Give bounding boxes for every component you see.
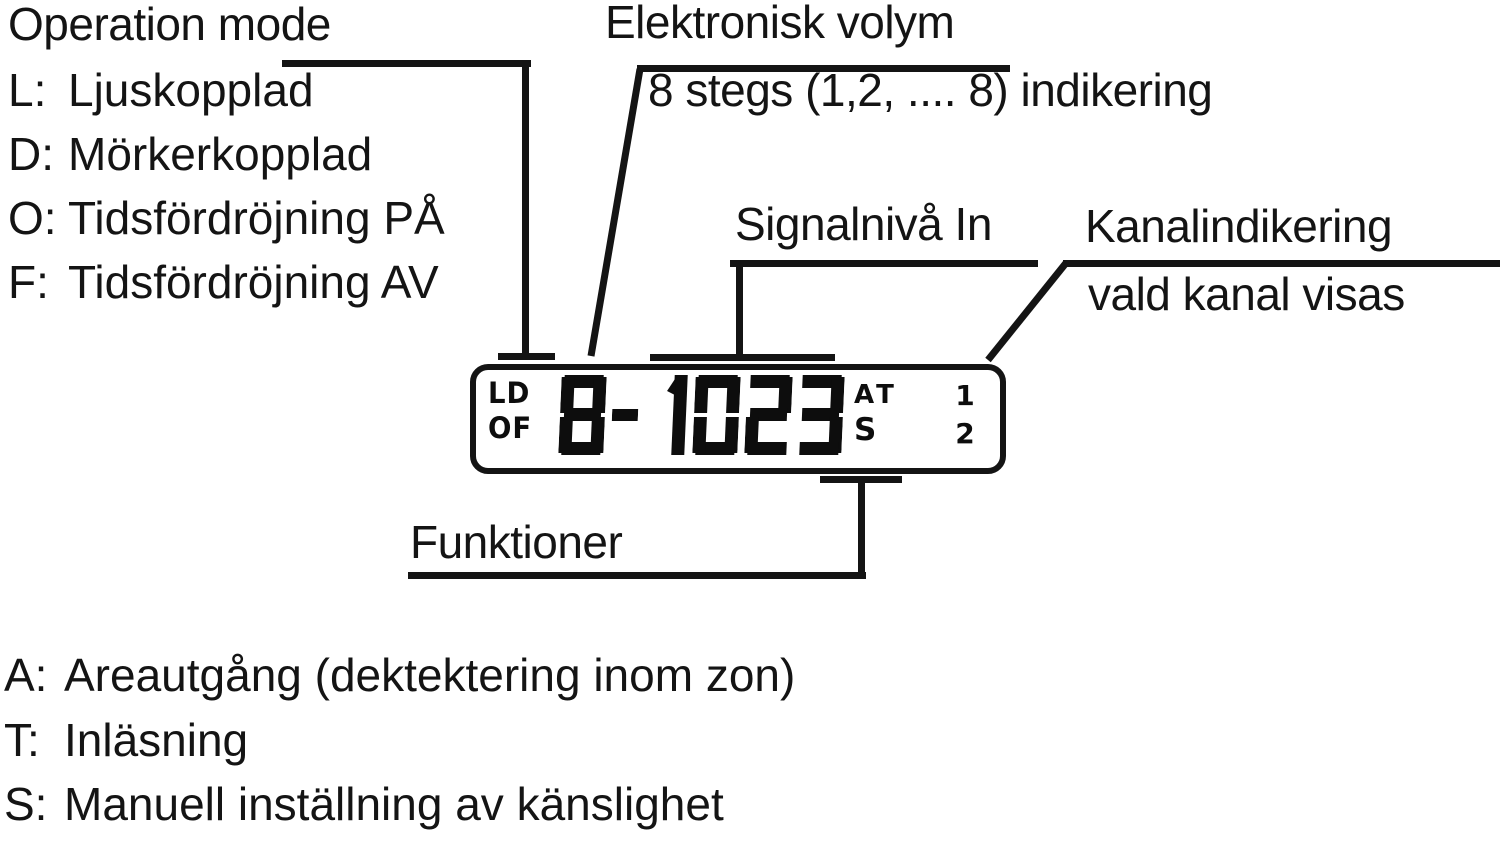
operation-mode-title: Operation mode <box>8 0 331 50</box>
legend-label: Manuell inställning av känslighet <box>64 778 724 830</box>
lcd-function-bottom: S <box>854 412 877 448</box>
legend-label: Ljuskopplad <box>68 64 314 116</box>
channel-callout-line2: vald kanal visas <box>1088 268 1405 320</box>
lcd-channel-bottom: 2 <box>955 417 975 450</box>
functions-tick <box>820 476 902 483</box>
legend-key: D: <box>8 128 54 180</box>
opmode-hline <box>282 60 531 67</box>
lcd-channel-indicators: 1 2 <box>950 377 980 453</box>
legend-item: L: Ljuskopplad <box>8 58 445 122</box>
legend-label: Inläsning <box>64 713 249 766</box>
lcd-mode-bottom: OF <box>488 411 533 445</box>
channel-callout-line1: Kanalindikering <box>1085 200 1393 252</box>
lcd-function-indicators: AT S <box>854 378 898 448</box>
bottom-legend: A: Areautgång (dektektering inom zon) T:… <box>4 643 795 837</box>
lcd-digits <box>558 375 851 455</box>
legend-item: S: Manuell inställning av känslighet <box>4 772 795 837</box>
operation-mode-legend: L: Ljuskopplad D: Mörkerkopplad O: Tidsf… <box>8 58 445 314</box>
signal-vline <box>736 260 743 360</box>
legend-key: L: <box>8 64 47 116</box>
lcd-mode-top: LD <box>488 376 531 410</box>
legend-item: F: Tidsfördröjning AV <box>8 250 445 314</box>
opmode-vline <box>522 60 529 354</box>
legend-key: S: <box>4 778 48 830</box>
functions-underline <box>408 572 866 579</box>
legend-key: T: <box>4 713 40 766</box>
legend-item: D: Mörkerkopplad <box>8 122 445 186</box>
volume-underline <box>637 65 1010 72</box>
legend-label: Mörkerkopplad <box>68 128 373 180</box>
signal-tick <box>650 354 835 361</box>
legend-label: Tidsfördröjning AV <box>68 256 439 308</box>
legend-key: O: <box>8 192 57 244</box>
signal-underline <box>730 260 1038 267</box>
signal-level-label: Signalnivå In <box>735 198 992 250</box>
volume-callout-line1: Elektronisk volym <box>605 0 955 48</box>
legend-key: F: <box>8 256 49 308</box>
legend-item: O: Tidsfördröjning PÅ <box>8 186 445 250</box>
lcd-function-top: AT <box>854 380 898 410</box>
legend-label: Areautgång (dektektering inom zon) <box>64 649 796 701</box>
legend-item: A: Areautgång (dektektering inom zon) <box>4 643 795 708</box>
lcd-display-panel: LD OF AT S 1 2 <box>470 364 1006 474</box>
lcd-channel-top: 1 <box>955 379 975 412</box>
functions-label: Funktioner <box>410 516 623 568</box>
legend-label: Tidsfördröjning PÅ <box>68 192 445 244</box>
legend-key: A: <box>4 649 48 701</box>
lcd-mode-indicators: LD OF <box>488 376 532 446</box>
opmode-tick <box>498 353 555 360</box>
volume-callout-line2: 8 stegs (1,2, .... 8) indikering <box>648 64 1213 116</box>
channel-underline <box>1063 260 1500 267</box>
functions-vline <box>858 478 865 579</box>
legend-item: T: Inläsning <box>4 708 795 773</box>
